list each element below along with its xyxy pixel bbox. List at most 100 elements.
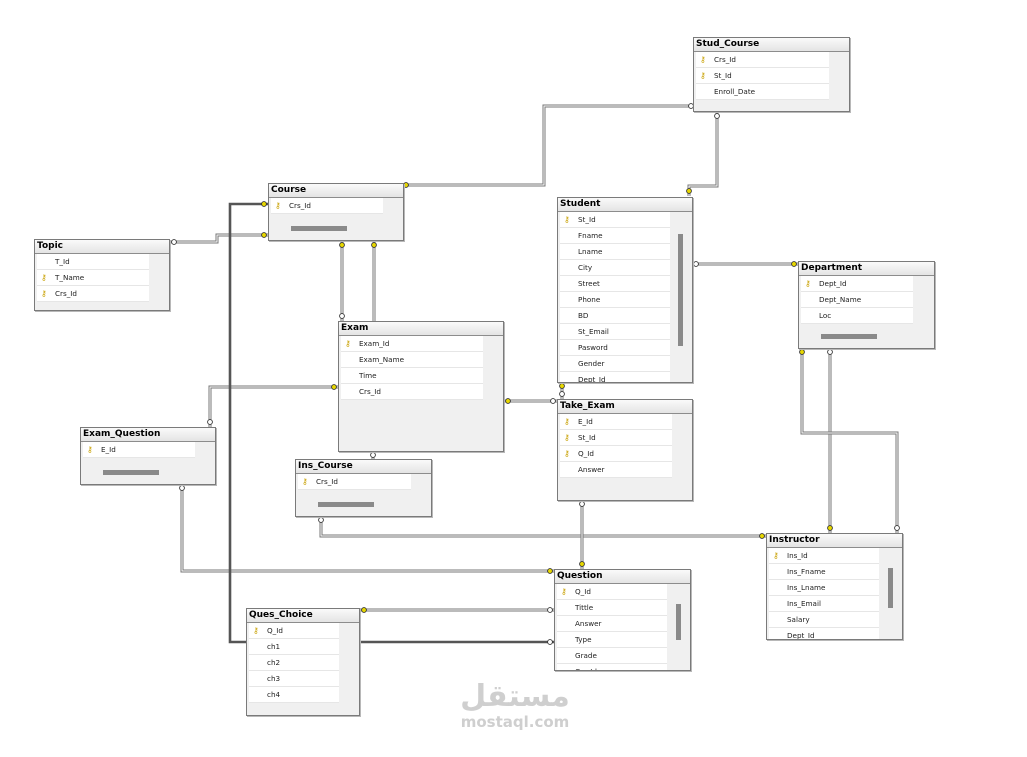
column-row[interactable]: Crs_Id	[341, 384, 483, 400]
column-row[interactable]: Phone	[560, 292, 670, 308]
table-course[interactable]: Course ⚷Crs_Id	[268, 183, 404, 241]
table-title: Topic	[35, 240, 169, 254]
column-row[interactable]: ⚷Q_Id	[249, 623, 339, 639]
column-row[interactable]: Grade	[557, 648, 667, 664]
column-row[interactable]: Dept_Id	[560, 372, 670, 382]
column-row[interactable]: ⚷E_Id	[83, 442, 195, 458]
column-name: City	[578, 263, 593, 272]
table-question[interactable]: Question ⚷Q_IdTittleAnswerTypeGradeCrs_I…	[554, 569, 691, 671]
column-row[interactable]: ⚷Crs_Id	[271, 198, 383, 214]
relationship-line[interactable]	[168, 233, 268, 244]
column-row[interactable]: Type	[557, 632, 667, 648]
key-end-icon	[547, 568, 553, 574]
relationship-line[interactable]	[228, 202, 268, 644]
horizontal-scrollbar[interactable]	[103, 470, 159, 475]
column-row[interactable]: Gender	[560, 356, 670, 372]
column-name: BD	[578, 311, 589, 320]
horizontal-scrollbar[interactable]	[291, 226, 347, 231]
relationship-line[interactable]	[208, 385, 338, 427]
infinity-end-icon	[547, 639, 553, 645]
column-row[interactable]: Tittle	[557, 600, 667, 616]
column-name: Crs_Id	[316, 477, 338, 486]
column-row[interactable]: ⚷Q_Id	[560, 446, 672, 462]
column-row[interactable]: Crs_Id	[557, 664, 667, 670]
key-icon: ⚷	[564, 433, 570, 442]
column-row[interactable]: ⚷St_Id	[560, 430, 672, 446]
column-row[interactable]: ⚷T_Name	[37, 270, 149, 286]
key-end-icon	[361, 607, 367, 613]
column-name: ch3	[267, 674, 281, 683]
column-row[interactable]: ch3	[249, 671, 339, 687]
column-row[interactable]: ch1	[249, 639, 339, 655]
column-row[interactable]: City	[560, 260, 670, 276]
table-topic[interactable]: Topic T_Id⚷T_Name⚷Crs_Id	[34, 239, 170, 311]
column-name: Crs_Id	[359, 387, 381, 396]
column-row[interactable]: St_Email	[560, 324, 670, 340]
column-row[interactable]: Lname	[560, 244, 670, 260]
table-title: Student	[558, 198, 692, 212]
column-row[interactable]: ⚷Q_Id	[557, 584, 667, 600]
table-title: Department	[799, 262, 934, 276]
column-row[interactable]: ⚷St_Id	[696, 68, 829, 84]
watermark-latin: mostaql.com	[460, 713, 570, 731]
relationship-line[interactable]	[404, 104, 693, 187]
column-name: Phone	[578, 295, 601, 304]
infinity-end-icon	[559, 391, 565, 397]
column-row[interactable]: ⚷Ins_Id	[769, 548, 879, 564]
column-row[interactable]: ⚷Crs_Id	[696, 52, 829, 68]
column-row[interactable]: Salary	[769, 612, 879, 628]
relationship-line[interactable]	[687, 112, 719, 196]
column-row[interactable]: Exam_Name	[341, 352, 483, 368]
column-row[interactable]: ch4	[249, 687, 339, 703]
infinity-end-icon	[714, 113, 720, 119]
relationship-line[interactable]	[319, 515, 766, 538]
column-row[interactable]: Loc	[801, 308, 913, 324]
column-row[interactable]: T_Id	[37, 254, 149, 270]
column-row[interactable]: Answer	[560, 462, 672, 478]
relationship-line[interactable]	[800, 347, 899, 533]
column-name: ch1	[267, 642, 281, 651]
column-row[interactable]: ⚷E_Id	[560, 414, 672, 430]
column-row[interactable]: ⚷Crs_Id	[37, 286, 149, 302]
table-ins-course[interactable]: Ins_Course ⚷Crs_Id	[295, 459, 432, 517]
column-row[interactable]: ⚷Dept_Id	[801, 276, 913, 292]
relationship-line[interactable]	[180, 483, 554, 573]
column-row[interactable]: Street	[560, 276, 670, 292]
column-row[interactable]: Dept_Name	[801, 292, 913, 308]
column-row[interactable]: Enroll_Date	[696, 84, 829, 100]
vertical-scrollbar[interactable]	[888, 568, 893, 608]
column-row[interactable]: Fname	[560, 228, 670, 244]
column-row[interactable]: BD	[560, 308, 670, 324]
column-row[interactable]: Ins_Fname	[769, 564, 879, 580]
column-row[interactable]: Pasword	[560, 340, 670, 356]
column-row[interactable]: Dept_Id	[769, 628, 879, 639]
column-row[interactable]: Time	[341, 368, 483, 384]
column-name: Answer	[578, 465, 605, 474]
vertical-scrollbar[interactable]	[676, 604, 681, 640]
column-name: Ins_Fname	[787, 567, 826, 576]
column-row[interactable]: ⚷Crs_Id	[298, 474, 411, 490]
key-end-icon	[261, 232, 267, 238]
key-icon: ⚷	[41, 273, 47, 282]
vertical-scrollbar[interactable]	[678, 234, 683, 346]
column-row[interactable]: Ins_Email	[769, 596, 879, 612]
column-name: Q_Id	[575, 587, 591, 596]
horizontal-scrollbar[interactable]	[318, 502, 374, 507]
table-title: Question	[555, 570, 690, 584]
column-row[interactable]: ⚷St_Id	[560, 212, 670, 228]
key-icon: ⚷	[345, 339, 351, 348]
column-row[interactable]: Answer	[557, 616, 667, 632]
column-row[interactable]: ch2	[249, 655, 339, 671]
column-row[interactable]: Ins_Lname	[769, 580, 879, 596]
column-row[interactable]: ⚷Exam_Id	[341, 336, 483, 352]
key-end-icon	[261, 201, 267, 207]
horizontal-scrollbar[interactable]	[821, 334, 877, 339]
table-exam-question[interactable]: Exam_Question ⚷E_Id	[80, 427, 216, 485]
